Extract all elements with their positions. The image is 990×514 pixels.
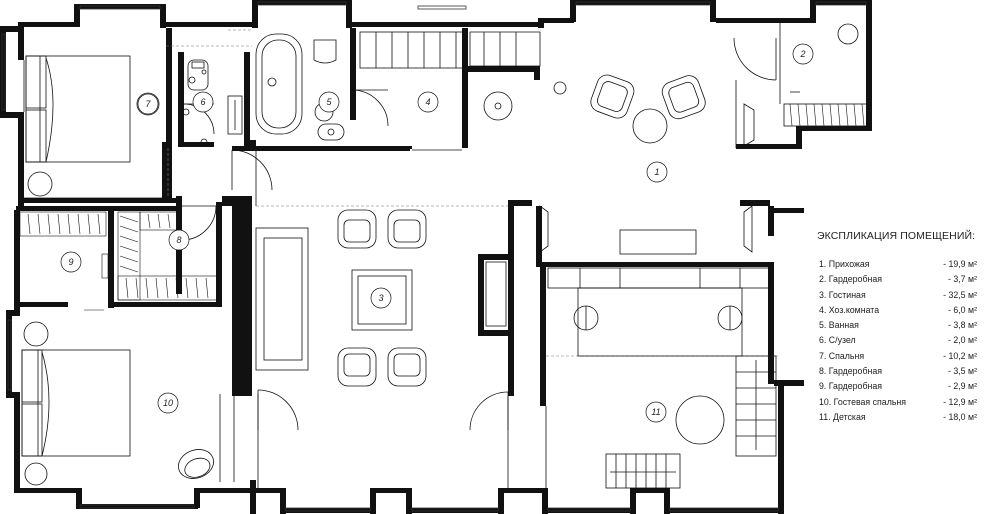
legend-room-label: 1. Прихожая [819, 259, 870, 269]
room-label-7: 7 [145, 99, 151, 109]
room-label-6: 6 [200, 97, 205, 107]
legend-room-label: 3. Гостиная [819, 289, 866, 300]
wardrobe-room-8 [117, 211, 219, 301]
legend-room-area: - 2,9 м² [947, 381, 977, 392]
wardrobe-room-9 [19, 211, 109, 311]
legend-room-label: 11. Детская [819, 411, 866, 422]
thin-walls [18, 18, 781, 488]
legend-room-area: - 3,8 м² [947, 320, 977, 331]
wardrobe-room-2 [783, 19, 869, 127]
utility-room-fixtures [359, 31, 541, 121]
hallway-furniture [539, 74, 755, 255]
legend-row: 1. Прихожая - 19,9 м² [817, 257, 977, 272]
legend-title: ЭКСПЛИКАЦИЯ ПОМЕЩЕНИЙ: [817, 230, 976, 242]
room-label-11: 11 [651, 407, 660, 417]
bed-room-10 [21, 321, 214, 486]
room-legend: ЭКСПЛИКАЦИЯ ПОМЕЩЕНИЙ: 1. Прихожая - 19,9… [817, 230, 977, 425]
room-label-1: 1 [654, 167, 659, 177]
legend-room-label: 6. С/узел [819, 335, 856, 346]
legend-room-area: - 6,0 м² [947, 304, 977, 315]
legend-room-area: - 18,0 м² [943, 411, 977, 422]
legend-room-area: - 12,9 м² [943, 396, 977, 407]
legend-row: 10. Гостевая спальня - 12,9 м² [817, 395, 977, 410]
bathroom-5-fixtures [255, 33, 345, 141]
legend-room-area: - 3,5 м² [947, 366, 977, 377]
armchair-1 [337, 209, 377, 249]
legend-room-label: 5. Ванная [819, 320, 859, 331]
legend-row: 3. Гостиная - 32,5 м² [817, 288, 977, 303]
legend-row: 5. Ванная - 3,8 м² [817, 318, 977, 333]
doors [181, 37, 777, 431]
room-markers [60, 43, 814, 423]
kids-room-furniture [547, 267, 777, 489]
windows [1, 1, 867, 512]
legend-room-label: 10. Гостевая спальня [819, 396, 907, 407]
room-label-2: 2 [799, 49, 805, 59]
legend-room-label: 8. Гардеробная [819, 366, 882, 377]
room-label-8: 8 [176, 235, 181, 245]
legend-row: 6. С/узел - 2,0 м² [817, 333, 977, 348]
legend-room-area: - 32,5 м² [943, 289, 977, 300]
legend-room-area: - 10,2 м² [943, 350, 977, 361]
armchair-4 [387, 347, 427, 387]
legend-row: 9. Гардеробная - 2,9 м² [817, 379, 977, 394]
walls [0, 0, 872, 514]
room-numbers: 1 2 3 4 5 6 7 8 9 10 11 [68, 49, 805, 417]
legend-room-label: 4. Хоз.комната [819, 304, 880, 315]
dashed-lines [166, 29, 778, 357]
bed-room-7 [25, 55, 160, 197]
legend-room-area: - 3,7 м² [947, 274, 977, 285]
room-label-10: 10 [163, 398, 173, 408]
legend-row: 11. Детская - 18,0 м² [817, 410, 977, 425]
legend-row: 4. Хоз.комната - 6,0 м² [817, 303, 977, 318]
legend-room-label: 9. Гардеробная [819, 381, 882, 392]
room-label-9: 9 [68, 257, 73, 267]
legend-room-label: 2. Гардеробная [819, 274, 882, 285]
legend-room-label: 7. Спальня [819, 350, 865, 361]
living-room-furniture [255, 209, 507, 387]
legend-room-area: - 2,0 м² [947, 335, 977, 346]
armchair-3 [337, 347, 377, 387]
room-label-5: 5 [326, 97, 332, 107]
bathroom-6-fixtures [182, 59, 243, 146]
room-label-4: 4 [425, 97, 430, 107]
legend-row: 8. Гардеробная - 3,5 м² [817, 364, 977, 379]
legend-room-area: - 19,9 м² [943, 259, 977, 269]
room-label-3: 3 [378, 293, 383, 303]
legend-row: 2. Гардеробная - 3,7 м² [817, 272, 977, 287]
armchair-2 [387, 209, 427, 249]
legend-row: 7. Спальня - 10,2 м² [817, 349, 977, 364]
